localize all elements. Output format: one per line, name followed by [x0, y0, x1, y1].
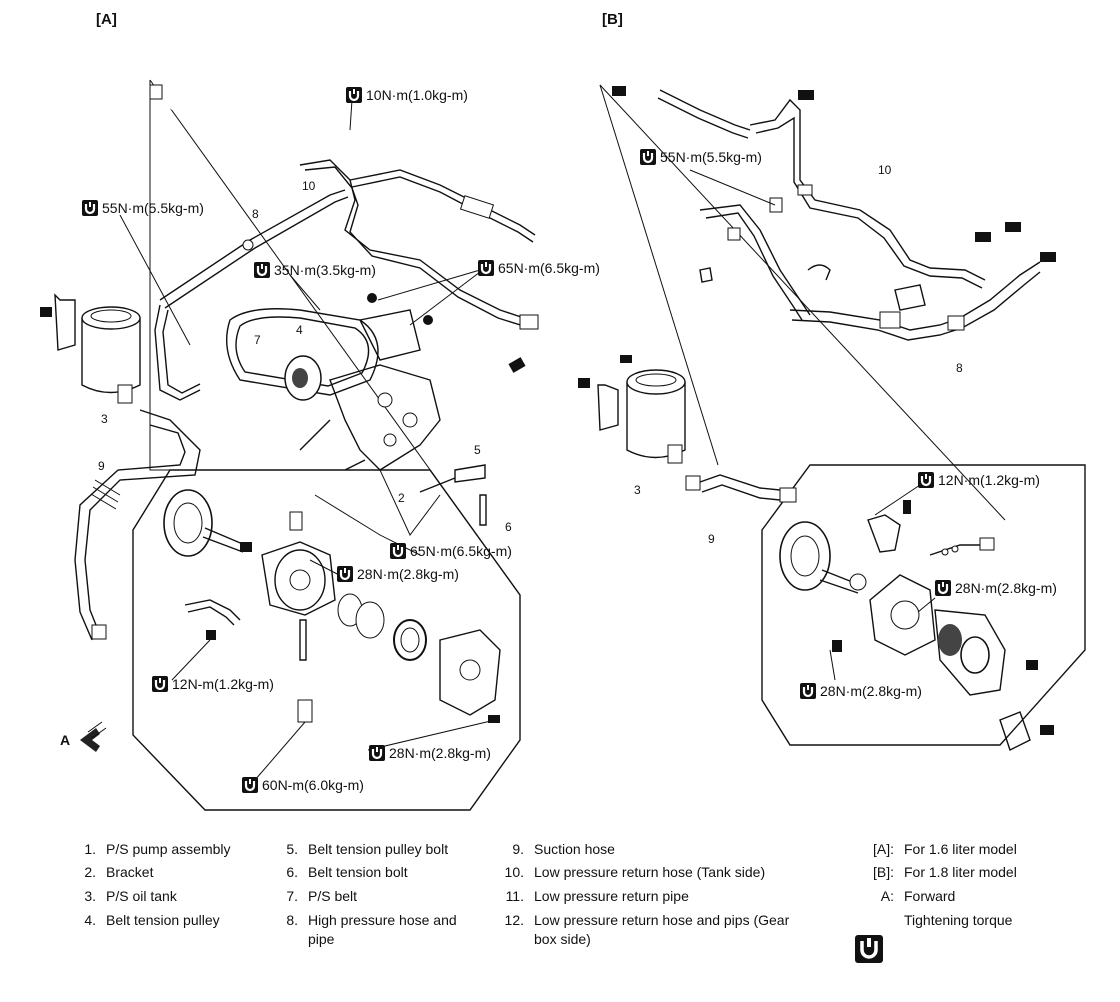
- torque-label: 28N·m(2.8kg-m): [955, 580, 1057, 596]
- torque-label: 65N·m(6.5kg-m): [498, 260, 600, 276]
- diagram-b: 55N·m(5.5kg-m) 12N·m(1.2kg-m) 28N·m(2.8k…: [578, 84, 1086, 751]
- legend-item: 9.Suction hose: [512, 841, 615, 857]
- torque-label: 65N·m(6.5kg-m): [410, 543, 512, 559]
- diagram-a: A 10N·m(1.0kg-m) 55N·m(5.5kg-m) 35N·m(3.…: [40, 79, 600, 811]
- part-number: 2: [398, 491, 405, 505]
- legend-item: 5.Belt tension pulley bolt: [286, 841, 449, 857]
- torque-label: 28N·m(2.8kg-m): [820, 683, 922, 699]
- torque-wrench-icon: [855, 935, 883, 963]
- torque-label: 35N·m(3.5kg-m): [274, 262, 376, 278]
- legend-item: 11.Low pressure return pipe: [505, 888, 689, 904]
- pump-frame-a: [132, 469, 521, 811]
- legend-item: A:Forward: [880, 888, 956, 904]
- part-number: 4: [296, 323, 303, 337]
- torque-label: 28N·m(2.8kg-m): [389, 745, 491, 761]
- legend-item-continued: box side): [534, 931, 591, 947]
- legend-item: 7.P/S belt: [286, 888, 358, 904]
- legend-item: 10.Low pressure return hose (Tank side): [504, 864, 766, 880]
- forward-label: A: [60, 732, 70, 748]
- pump-frame-b: [761, 464, 1086, 746]
- part-number: 9: [98, 459, 105, 473]
- torque-label: 55N·m(5.5kg-m): [660, 149, 762, 165]
- part-number: 6: [505, 520, 512, 534]
- legend-item: 4.Belt tension pulley: [84, 912, 220, 928]
- torque-label: 12N-m(1.2kg-m): [172, 676, 274, 692]
- part-number: 3: [634, 483, 641, 497]
- legend-item: 6.Belt tension bolt: [286, 864, 408, 880]
- forward-arrow-icon: [80, 721, 107, 752]
- legend-item: 12.Low pressure return hose and pips (Ge…: [504, 912, 790, 928]
- header-b: [B]: [602, 11, 623, 28]
- torque-label: 10N·m(1.0kg-m): [366, 87, 468, 103]
- part-number: 8: [252, 207, 259, 221]
- torque-label: 28N·m(2.8kg-m): [357, 566, 459, 582]
- legend-item: 3.P/S oil tank: [84, 888, 177, 904]
- part-number: 3: [101, 412, 108, 426]
- legend-item: 1.P/S pump assembly: [84, 841, 231, 857]
- torque-label: 12N·m(1.2kg-m): [938, 472, 1040, 488]
- legend-item: 8.High pressure hose and: [286, 912, 457, 928]
- legend-item: [A]:For 1.6 liter model: [872, 841, 1017, 857]
- part-number: 7: [254, 333, 261, 347]
- legend-item-continued: pipe: [308, 931, 335, 947]
- part-number: 8: [956, 361, 963, 375]
- part-number: 10: [878, 163, 892, 177]
- header-a: [A]: [96, 11, 117, 28]
- legend-item: 2.Bracket: [84, 864, 154, 880]
- part-number: 9: [708, 532, 715, 546]
- torque-label: 55N·m(5.5kg-m): [102, 200, 204, 216]
- legend-item: Tightening torque: [904, 912, 1013, 928]
- part-number: 5: [474, 443, 481, 457]
- legend-item: [B]:For 1.8 liter model: [872, 864, 1017, 880]
- part-number: 10: [302, 179, 316, 193]
- torque-label: 60N-m(6.0kg-m): [262, 777, 364, 793]
